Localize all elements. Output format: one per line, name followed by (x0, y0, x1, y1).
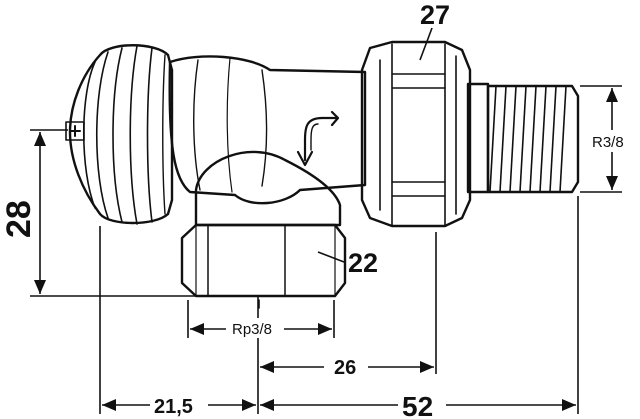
label-thread-female: Rp3/8 (232, 321, 272, 338)
label-thread-male: R3/8 (592, 134, 624, 151)
threaded-tailpiece (466, 82, 580, 194)
label-offset-inlet: 21,5 (154, 396, 193, 418)
label-wrench-body: 22 (348, 248, 378, 278)
label-offset-outlet: 26 (334, 357, 356, 379)
union-nut (360, 40, 472, 228)
label-overall-length: 52 (402, 391, 433, 419)
extension-lines (30, 27, 622, 414)
label-height: 28 (0, 200, 38, 238)
lower-elbow (180, 150, 347, 309)
valve-body (168, 55, 367, 205)
flow-direction-icon (296, 110, 340, 167)
protective-cap (65, 44, 174, 225)
plus-marker-icon (65, 121, 85, 141)
label-wrench-nut-top: 27 (420, 0, 450, 30)
